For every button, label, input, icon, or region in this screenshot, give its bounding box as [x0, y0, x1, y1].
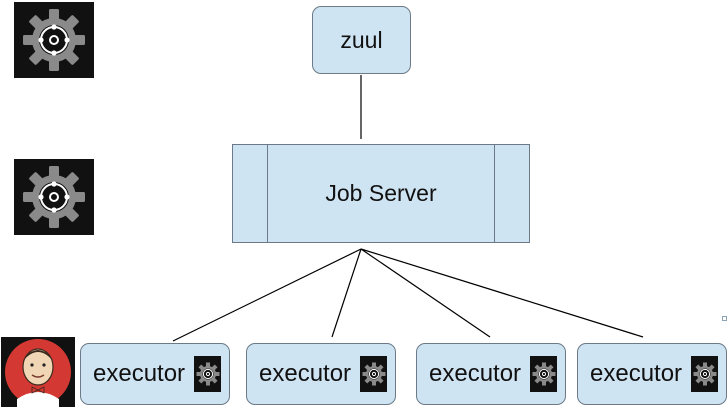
selection-handle [722, 316, 727, 321]
gear-icon [14, 2, 94, 78]
edge-job-server-to-executor-3 [360, 248, 491, 338]
executor-label: executor [590, 360, 683, 387]
executor-node-3: executor [416, 343, 566, 405]
executor-label: executor [429, 360, 522, 387]
job-server-label: Job Server [325, 180, 437, 206]
gear-icon [691, 356, 718, 392]
jenkins-butler-icon [1, 337, 75, 407]
executor-label: executor [259, 360, 352, 387]
edge-job-server-to-executor-4 [360, 248, 644, 338]
zuul-node: zuul [312, 6, 411, 74]
executor-label: executor [93, 360, 186, 387]
zuul-label: zuul [340, 26, 383, 53]
gear-icon [530, 356, 557, 392]
job-server-node: Job Server [232, 144, 530, 243]
edge-job-server-to-executor-2 [331, 248, 362, 338]
edge-job-server-to-executor-1 [172, 248, 362, 342]
job-server-right-divider [494, 145, 495, 242]
job-server-left-divider [267, 145, 268, 242]
executor-node-2: executor [246, 343, 396, 405]
executor-node-4: executor [577, 343, 727, 405]
gear-icon [14, 159, 94, 235]
gear-icon [194, 356, 221, 392]
gear-icon [360, 356, 387, 392]
executor-node-1: executor [80, 343, 230, 405]
